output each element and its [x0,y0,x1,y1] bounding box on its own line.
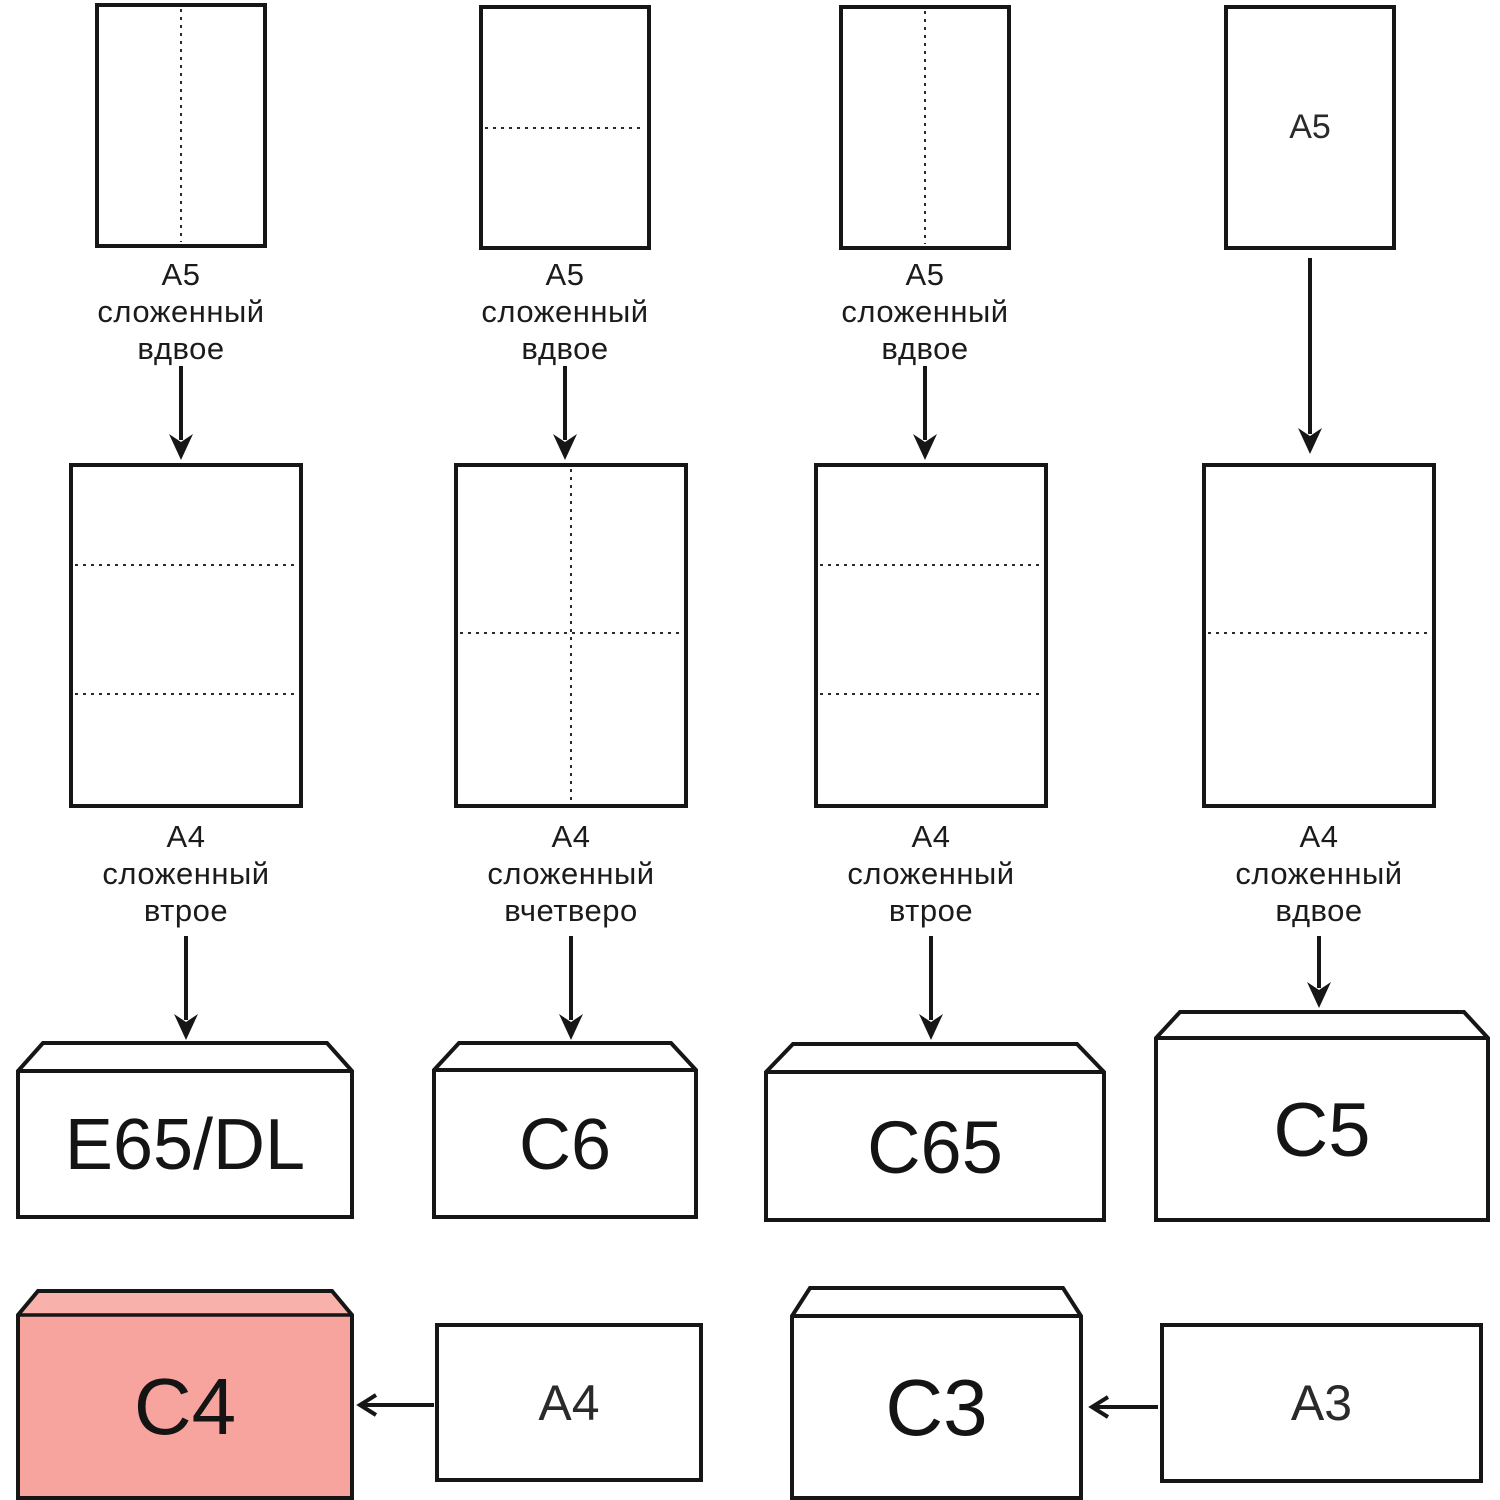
envelope-label-c6: C6 [518,1104,612,1185]
fold-line-vertical [924,11,926,244]
caption-line: втрое [888,893,974,928]
sheet-a3-flat: А3 [1160,1323,1483,1483]
sheet-a4-folded-thirds-2 [814,463,1048,808]
envelope-c3 [790,1286,1083,1500]
sheet-caption: А5 сложенный вдвое [805,256,1045,367]
caption-line: вдвое [521,331,609,366]
caption-line: А4 [1299,819,1339,854]
sheet-size-label: А3 [1290,1375,1353,1431]
envelope-c4-highlighted [16,1289,354,1500]
arrow-down-icon [913,366,937,460]
caption-line: сложенный [487,856,655,891]
envelope-label-c4: C4 [133,1361,237,1451]
caption-line: вдвое [1275,893,1363,928]
caption-line: сложенный [841,294,1009,329]
sheet-a4-flat: А4 [435,1323,703,1482]
caption-line: А4 [911,819,951,854]
sheet-size-label: А4 [538,1374,600,1431]
fold-line-horizontal [75,693,297,695]
arrow-down-icon [553,366,577,460]
sheet-caption: А4 сложенный втрое [56,818,316,929]
caption-line: втрое [143,893,229,928]
fold-line-horizontal [820,564,1042,566]
caption-line: сложенный [1235,856,1403,891]
envelope-label-c3: C3 [885,1362,988,1452]
envelope-e65dl [16,1041,354,1219]
fold-line-horizontal [75,564,297,566]
sheet-a4-folded-half [1202,463,1436,808]
caption-line: А5 [545,257,585,292]
caption-line: А5 [905,257,945,292]
caption-line: сложенный [97,294,265,329]
caption-line: вчетверо [504,893,638,928]
fold-line-horizontal [485,127,645,129]
fold-line-horizontal [820,693,1042,695]
fold-line-horizontal [460,632,682,634]
sheet-a5-plain: А5 [1224,5,1396,250]
caption-line: А4 [551,819,591,854]
fold-line-horizontal [1208,632,1430,634]
caption-line: сложенный [847,856,1015,891]
envelope-label-e65dl: E65/DL [64,1105,306,1185]
arrow-down-icon [1298,258,1322,454]
sheet-caption: А5 сложенный вдвое [61,256,301,367]
arrow-left-icon [356,1393,434,1417]
arrow-down-icon [919,936,943,1040]
caption-line: сложенный [481,294,649,329]
arrow-down-icon [559,936,583,1040]
fold-line-vertical [180,9,182,242]
envelope-label-c5: C5 [1273,1087,1371,1173]
envelope-c65 [764,1042,1106,1222]
sheet-a5-folded-vertical-2 [839,5,1011,250]
arrow-left-icon [1088,1395,1158,1419]
sheet-a5-folded-horizontal [479,5,651,250]
envelope-c6 [432,1041,698,1219]
sheet-size-label: А5 [1289,108,1331,146]
caption-line: А4 [166,819,206,854]
fold-line-vertical [570,469,572,802]
arrow-down-icon [1307,936,1331,1008]
caption-line: А5 [161,257,201,292]
sheet-caption: А4 сложенный втрое [801,818,1061,929]
sheet-a4-folded-quarters [454,463,688,808]
envelope-c5 [1154,1010,1490,1222]
caption-line: сложенный [102,856,270,891]
sheet-caption: А5 сложенный вдвое [445,256,685,367]
sheet-a4-folded-thirds-1 [69,463,303,808]
envelope-label-c65: C65 [867,1105,1003,1189]
arrow-down-icon [169,366,193,460]
arrow-down-icon [174,936,198,1040]
caption-line: вдвое [881,331,969,366]
sheet-caption: А4 сложенный вчетверо [441,818,701,929]
sheet-a5-folded-vertical-1 [95,3,267,248]
sheet-caption: А4 сложенный вдвое [1189,818,1449,929]
caption-line: вдвое [137,331,225,366]
